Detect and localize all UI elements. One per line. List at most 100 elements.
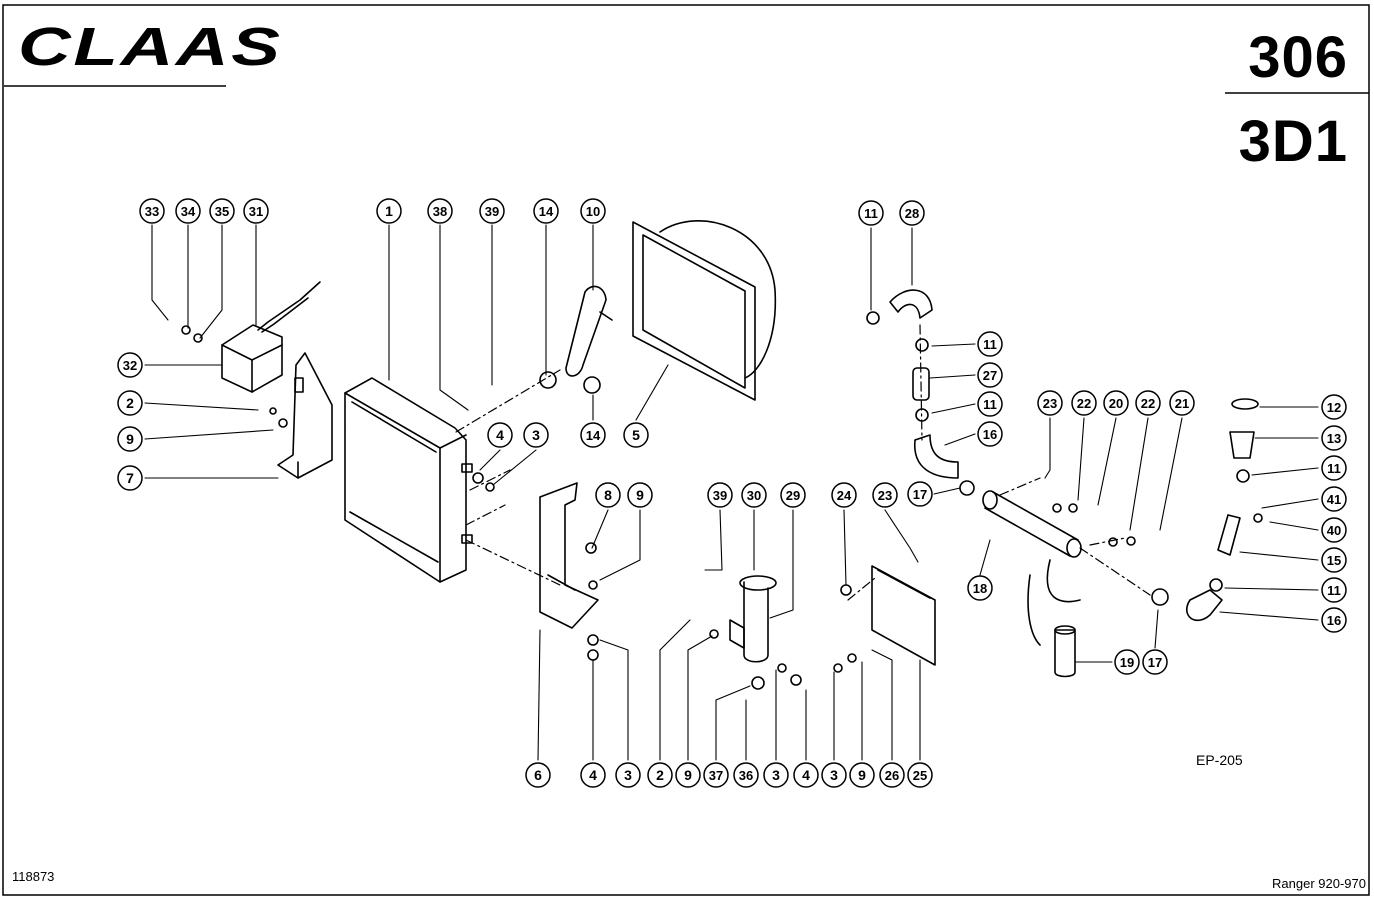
callout-number: 14 xyxy=(586,428,601,443)
callout-number: 30 xyxy=(747,488,761,503)
callout-circle xyxy=(427,198,453,224)
callout-25: 25 xyxy=(907,762,933,788)
page-number: 306 xyxy=(1248,25,1348,90)
callout-circle xyxy=(977,391,1003,417)
callout-23: 23 xyxy=(1037,390,1063,416)
filter-element-part xyxy=(1054,625,1076,678)
pipe-part xyxy=(982,490,1082,646)
callout-32: 32 xyxy=(117,352,143,378)
callout-number: 24 xyxy=(837,488,852,503)
callout-circle xyxy=(733,762,759,788)
right-hose-part xyxy=(1186,514,1241,622)
callout-circle xyxy=(139,198,165,224)
callout-circle xyxy=(780,482,806,508)
callout-circle xyxy=(623,422,649,448)
callout-number: 23 xyxy=(1043,396,1057,411)
left-bracket-part xyxy=(277,352,333,479)
callout-33: 33 xyxy=(139,198,165,224)
callout-circle xyxy=(1135,390,1161,416)
control-box-part xyxy=(221,281,321,393)
callout-9: 9 xyxy=(675,762,701,788)
elbow-hose-part xyxy=(889,289,933,319)
callout-11: 11 xyxy=(858,200,884,226)
callout-15: 15 xyxy=(1321,547,1347,573)
callout-2: 2 xyxy=(647,762,673,788)
callout-circle xyxy=(1321,517,1347,543)
upper-hose-part xyxy=(565,285,613,377)
callout-18: 18 xyxy=(967,575,993,601)
callout-number: 6 xyxy=(534,767,542,783)
callout-number: 15 xyxy=(1327,553,1341,568)
callout-7: 7 xyxy=(117,465,143,491)
callout-number: 22 xyxy=(1141,396,1155,411)
callout-circle xyxy=(907,762,933,788)
callout-38: 38 xyxy=(427,198,453,224)
callout-number: 37 xyxy=(709,768,723,783)
callout-number: 11 xyxy=(1327,583,1341,598)
callout-number: 28 xyxy=(905,206,919,221)
callout-number: 3 xyxy=(624,767,632,783)
callout-circle xyxy=(523,422,549,448)
callout-number: 22 xyxy=(1077,396,1091,411)
callout-4: 4 xyxy=(487,422,513,448)
callout-9: 9 xyxy=(117,426,143,452)
callout-13: 13 xyxy=(1321,425,1347,451)
callout-circle xyxy=(1321,547,1347,573)
section-code: 3D1 xyxy=(1238,109,1348,174)
callout-number: 2 xyxy=(126,395,134,411)
callout-circle xyxy=(1103,390,1129,416)
callout-22: 22 xyxy=(1135,390,1161,416)
callout-circle xyxy=(821,762,847,788)
callout-41: 41 xyxy=(1321,486,1347,512)
callout-22: 22 xyxy=(1071,390,1097,416)
callout-circle xyxy=(580,422,606,448)
callout-number: 40 xyxy=(1327,523,1341,538)
callout-40: 40 xyxy=(1321,517,1347,543)
callout-17: 17 xyxy=(1142,649,1168,675)
callout-circle xyxy=(647,762,673,788)
callout-circle xyxy=(479,198,505,224)
callout-37: 37 xyxy=(703,762,729,788)
callout-28: 28 xyxy=(899,200,925,226)
callout-number: 32 xyxy=(123,358,137,373)
callout-number: 9 xyxy=(636,487,644,503)
callout-circle xyxy=(741,482,767,508)
callout-19: 19 xyxy=(1114,649,1140,675)
fan-shroud-part xyxy=(632,220,777,401)
claas-logo: CLAAS xyxy=(18,17,283,77)
callout-number: 39 xyxy=(485,204,499,219)
lower-elbow-part xyxy=(914,434,959,479)
callout-number: 4 xyxy=(496,427,504,443)
callout-9: 9 xyxy=(627,482,653,508)
callout-number: 31 xyxy=(249,204,263,219)
callout-8: 8 xyxy=(595,482,621,508)
callout-23: 23 xyxy=(872,482,898,508)
filler-cap-part xyxy=(1229,398,1259,459)
callout-14: 14 xyxy=(580,422,606,448)
callout-circle xyxy=(525,762,551,788)
callout-circle xyxy=(1321,607,1347,633)
callout-number: 13 xyxy=(1327,431,1341,446)
callout-number: 11 xyxy=(983,397,997,412)
mounting-plate-part xyxy=(871,565,936,666)
callout-circle xyxy=(117,390,143,416)
callout-circle xyxy=(117,465,143,491)
assembly-lines xyxy=(455,324,1151,601)
callout-4: 4 xyxy=(793,762,819,788)
callout-11: 11 xyxy=(977,331,1003,357)
callout-circle xyxy=(831,482,857,508)
callout-number: 10 xyxy=(586,204,600,219)
callout-4: 4 xyxy=(580,762,606,788)
callout-circle xyxy=(1321,577,1347,603)
callout-circle xyxy=(1114,649,1140,675)
callout-14: 14 xyxy=(533,198,559,224)
callout-number: 8 xyxy=(604,487,612,503)
callout-circle xyxy=(977,331,1003,357)
callout-circle xyxy=(793,762,819,788)
callout-number: 39 xyxy=(713,488,727,503)
callout-39: 39 xyxy=(707,482,733,508)
callout-number: 11 xyxy=(983,337,997,352)
callout-number: 41 xyxy=(1327,492,1341,507)
callout-number: 3 xyxy=(532,427,540,443)
